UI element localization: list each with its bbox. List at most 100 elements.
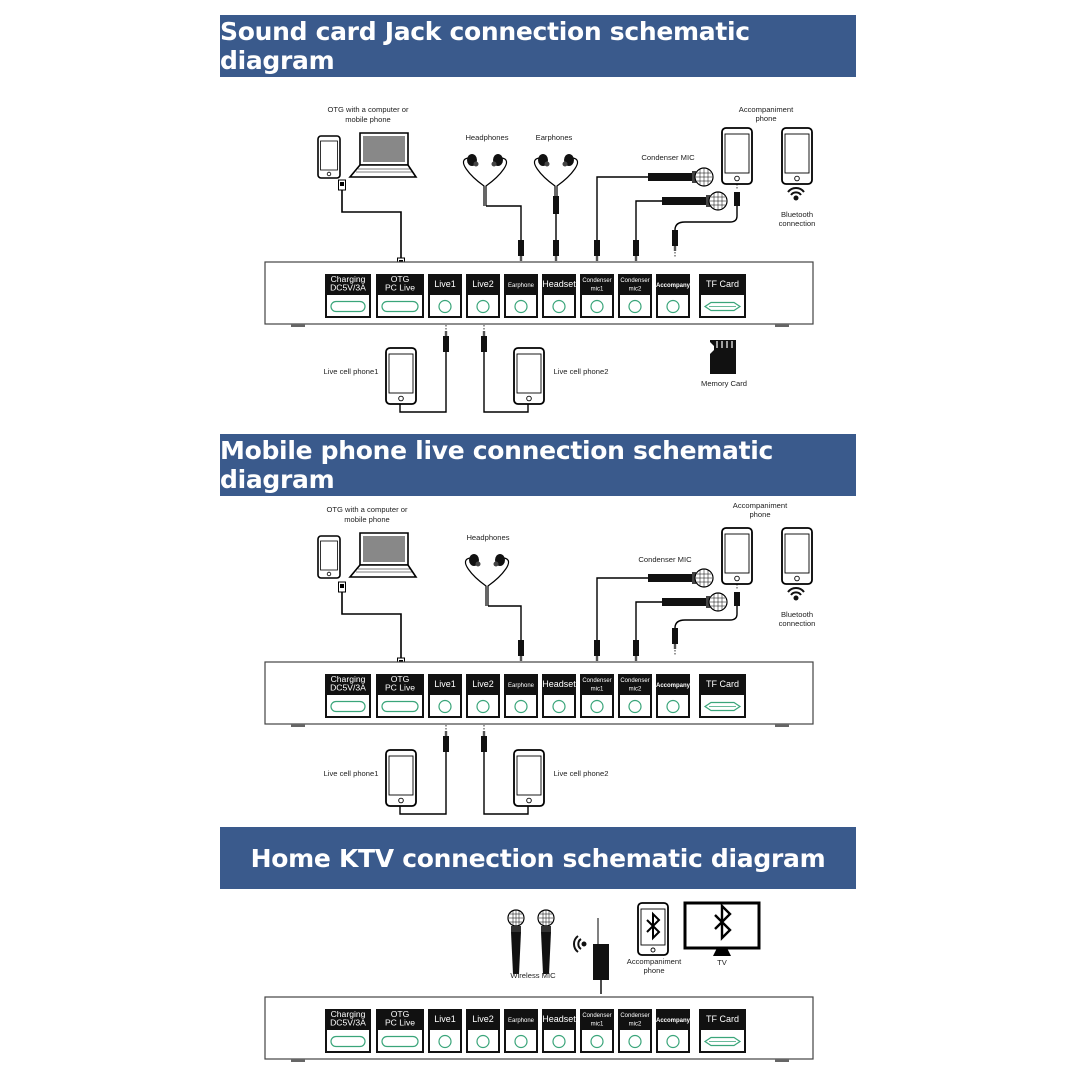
banner-title: Home KTV connection schematic diagram	[250, 843, 826, 873]
headphones-label: Headphones	[465, 133, 508, 142]
bluetooth-phone-icon	[781, 127, 813, 185]
jack-socket-icon	[666, 699, 680, 714]
port-label: Live2	[472, 679, 494, 689]
port-label: Accompany	[656, 283, 691, 289]
port-headset[interactable]: Headset	[542, 674, 576, 718]
tv-label: TV	[717, 958, 728, 967]
port-accompany[interactable]: Accompany	[656, 1009, 691, 1053]
earphones-label: Earphones	[536, 133, 573, 142]
otg-cable	[341, 188, 402, 262]
port-label: Charging	[331, 274, 366, 284]
otg-phone-icon	[317, 535, 341, 579]
port-mic2[interactable]: Condenser mic2	[618, 274, 652, 318]
port-live1[interactable]: Live1	[428, 1009, 462, 1053]
port-label: mic2	[629, 287, 642, 293]
port-mic2[interactable]: Condenser mic2	[618, 1009, 652, 1053]
wireless-receiver-icon	[593, 918, 609, 994]
jack-socket-icon	[628, 699, 642, 714]
banner-title: Mobile phone live connection schematic d…	[220, 436, 774, 494]
port-live2[interactable]: Live2	[466, 274, 500, 318]
jack-plug-icon	[442, 324, 450, 353]
condenser-mic-icon	[647, 167, 714, 187]
port-label: Condenser	[620, 278, 649, 284]
port-tf[interactable]: TF Card	[699, 274, 746, 318]
port-label: Headset	[542, 279, 576, 289]
port-label: Live1	[434, 279, 456, 289]
port-headset[interactable]: Headset	[542, 1009, 576, 1053]
port-accompany[interactable]: Accompany	[656, 674, 691, 718]
port-headset[interactable]: Headset	[542, 274, 576, 318]
port-label: Live1	[434, 679, 456, 689]
jack-socket-icon	[666, 299, 680, 314]
accompaniment-label-line1: Accompaniment	[733, 501, 788, 510]
port-earphone[interactable]: Earphone	[504, 674, 538, 718]
port-label: Condenser	[620, 1013, 649, 1019]
tv-icon	[683, 901, 761, 956]
port-live2[interactable]: Live2	[466, 1009, 500, 1053]
port-label: Headset	[542, 1014, 576, 1024]
port-tf[interactable]: TF Card	[699, 674, 746, 718]
usb-socket-icon	[330, 300, 366, 313]
usb-plug-icon	[338, 581, 346, 593]
condenser-mic-label: Condenser MIC	[638, 555, 692, 564]
port-earphone[interactable]: Earphone	[504, 274, 538, 318]
wireless-signal-icon	[573, 935, 588, 953]
section-2-diagram: OTG with a computer or mobile phone Head…	[264, 501, 815, 815]
jack-socket-icon	[628, 299, 642, 314]
port-tf[interactable]: TF Card	[699, 1009, 746, 1053]
laptop-icon	[349, 532, 417, 578]
port-live1[interactable]: Live1	[428, 274, 462, 318]
port-label: OTG	[391, 1009, 410, 1019]
headphones-label: Headphones	[466, 533, 509, 542]
port-label: Condenser	[620, 678, 649, 684]
port-label: mic2	[629, 1022, 642, 1028]
live-phone1-icon	[385, 749, 417, 807]
jack-plug-icon	[671, 627, 679, 657]
jack-socket-icon	[590, 1034, 604, 1049]
jack-socket-icon	[666, 1034, 680, 1049]
bluetooth-waves-icon	[787, 587, 805, 602]
tf-slot-icon	[703, 701, 742, 712]
port-label: mic1	[591, 1022, 604, 1028]
port-mic1[interactable]: Condenser mic1	[580, 1009, 614, 1053]
port-earphone[interactable]: Earphone	[504, 1009, 538, 1053]
bluetooth-waves-icon	[787, 187, 805, 202]
live-phone2-label: Live cell phone2	[554, 769, 609, 778]
port-accompany[interactable]: Accompany	[656, 274, 691, 318]
port-label: Condenser	[582, 1013, 611, 1019]
laptop-icon	[349, 132, 417, 178]
title-banner-home-ktv: Home KTV connection schematic diagram	[220, 827, 856, 889]
jack-plug-icon	[480, 324, 488, 353]
condenser-mic-label: Condenser MIC	[641, 153, 695, 162]
port-label: OTG	[391, 274, 410, 284]
port-live2[interactable]: Live2	[466, 674, 500, 718]
port-label: Live2	[472, 1014, 494, 1024]
jack-socket-icon	[552, 699, 566, 714]
port-label: mic2	[629, 687, 642, 693]
port-mic2[interactable]: Condenser mic2	[618, 674, 652, 718]
usb-plug-icon	[338, 179, 346, 191]
port-live1[interactable]: Live1	[428, 674, 462, 718]
jack-socket-icon	[590, 699, 604, 714]
wireless-mic-label: Wireless MIC	[510, 971, 556, 980]
jack-socket-icon	[438, 699, 452, 714]
wireless-mic-icon	[537, 909, 555, 975]
tf-slot-icon	[703, 1036, 742, 1047]
port-label: TF Card	[706, 279, 739, 289]
port-label: PC Live	[385, 283, 415, 293]
jack-socket-icon	[476, 699, 490, 714]
port-label: OTG	[391, 674, 410, 684]
port-label: Accompany	[656, 683, 691, 689]
